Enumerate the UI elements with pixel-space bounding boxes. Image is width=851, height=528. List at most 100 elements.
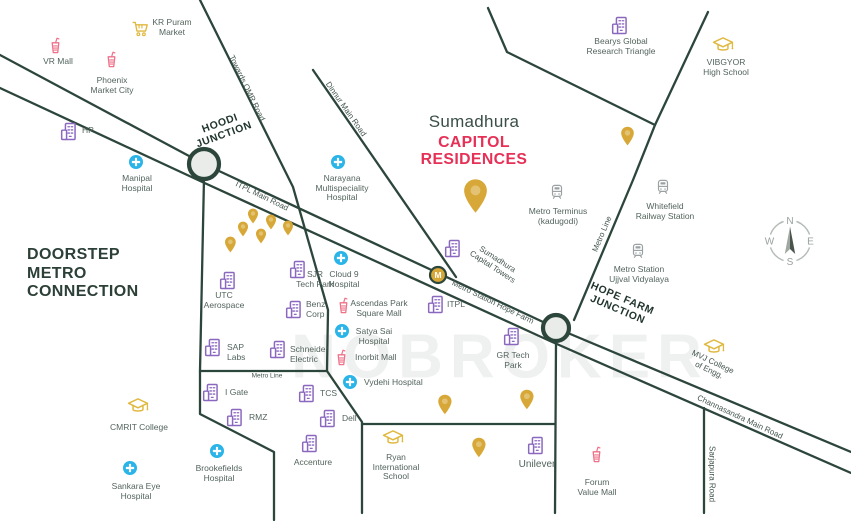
map-pin-icon bbox=[224, 236, 237, 253]
train-icon bbox=[654, 178, 672, 196]
road-itpl-main-road-lower bbox=[0, 86, 851, 475]
building-icon bbox=[224, 407, 245, 428]
building-icon bbox=[609, 15, 630, 36]
dinnur-main-road-label: Dinnur Main Road bbox=[323, 80, 369, 138]
building-icon bbox=[202, 337, 223, 358]
building-icon bbox=[442, 238, 463, 259]
compass-icon: N E S W bbox=[763, 214, 817, 268]
map-pin-icon bbox=[282, 220, 294, 236]
road-hope-farm-south-road bbox=[553, 340, 558, 515]
map-pin-icon bbox=[237, 221, 249, 237]
compass-s: S bbox=[787, 257, 794, 268]
train-icon bbox=[629, 242, 647, 260]
map-pin-icon bbox=[255, 228, 267, 244]
dell-label: Dell bbox=[342, 413, 357, 423]
gradcap-icon bbox=[127, 395, 149, 417]
building-icon bbox=[58, 121, 79, 142]
project-name-line1: CAPITOL bbox=[438, 134, 510, 151]
mall-icon bbox=[587, 445, 606, 464]
doorstep-metro-connection: DOORSTEP METRO CONNECTION bbox=[27, 246, 139, 302]
map-pin-icon bbox=[471, 437, 487, 458]
metro-line-small-label: Metro Line bbox=[251, 372, 283, 380]
map-pin-icon bbox=[437, 394, 453, 415]
compass-e: E bbox=[807, 237, 814, 248]
hospital-icon bbox=[333, 250, 349, 266]
inorbit-mall-label: Inorbit Mall bbox=[355, 352, 397, 362]
metro-line-ne-label: Metro Line bbox=[590, 214, 614, 254]
hospital-icon bbox=[334, 323, 350, 339]
building-icon bbox=[525, 435, 546, 456]
hospital-icon bbox=[342, 374, 358, 390]
cmrit-college-label: CMRIT College bbox=[110, 422, 168, 432]
brand-name: Sumadhura bbox=[428, 112, 520, 131]
channasandra-main-road-label: Channasandra Main Road bbox=[695, 393, 785, 441]
tagline-line-3: CONNECTION bbox=[27, 283, 139, 300]
hospital-icon bbox=[128, 154, 144, 170]
hope-farm-junction-circle bbox=[540, 312, 572, 344]
gradcap-icon bbox=[712, 34, 734, 56]
building-icon bbox=[267, 339, 288, 360]
mall-icon bbox=[102, 50, 121, 69]
building-icon bbox=[283, 299, 304, 320]
metro-terminus-kadugodi-label: Metro Terminus(kadugodi) bbox=[528, 206, 588, 226]
building-icon bbox=[425, 294, 446, 315]
compass-w: W bbox=[765, 237, 775, 248]
sarjapura-road-label: Sarjapura Road bbox=[707, 445, 717, 503]
map-pin-icon bbox=[519, 389, 535, 410]
hospital-icon bbox=[122, 460, 138, 476]
compass-n: N bbox=[786, 216, 793, 227]
project-title: Sumadhura CAPITOL RESIDENCES bbox=[421, 112, 528, 168]
map-pin-icon bbox=[462, 178, 489, 214]
road-metro-line-ne-road bbox=[572, 10, 710, 322]
hoodi-junction-circle bbox=[186, 146, 222, 182]
mall-icon bbox=[332, 348, 351, 367]
gradcap-icon bbox=[382, 427, 404, 449]
building-icon bbox=[317, 408, 338, 429]
tcs-label: TCS bbox=[320, 388, 337, 398]
vydehi-hospital-label: Vydehi Hospital bbox=[364, 377, 423, 387]
building-icon bbox=[299, 433, 320, 454]
hope-farm-metro-badge: M bbox=[428, 265, 448, 285]
hospital-icon bbox=[209, 443, 225, 459]
i-gate-label: I Gate bbox=[225, 387, 249, 397]
road-dinnur-main-road bbox=[311, 68, 458, 279]
itpl-label: ITPL bbox=[447, 299, 465, 309]
road-bearys-road bbox=[486, 6, 657, 127]
road-towards-omr-road bbox=[198, 0, 364, 515]
vr-mall-label: VR Mall bbox=[43, 56, 73, 66]
rmz-label: RMZ bbox=[249, 412, 268, 422]
building-icon bbox=[217, 270, 238, 291]
unilever-label: Unilever bbox=[518, 459, 556, 470]
tagline-line-2: METRO bbox=[27, 264, 87, 282]
road-west-zone-road bbox=[198, 176, 276, 522]
project-name-line2: RESIDENCES bbox=[420, 150, 528, 168]
itpl-main-road-label: ITPL Main Road bbox=[234, 179, 290, 213]
mall-icon bbox=[46, 36, 65, 55]
building-icon bbox=[501, 326, 522, 347]
building-icon bbox=[296, 383, 317, 404]
